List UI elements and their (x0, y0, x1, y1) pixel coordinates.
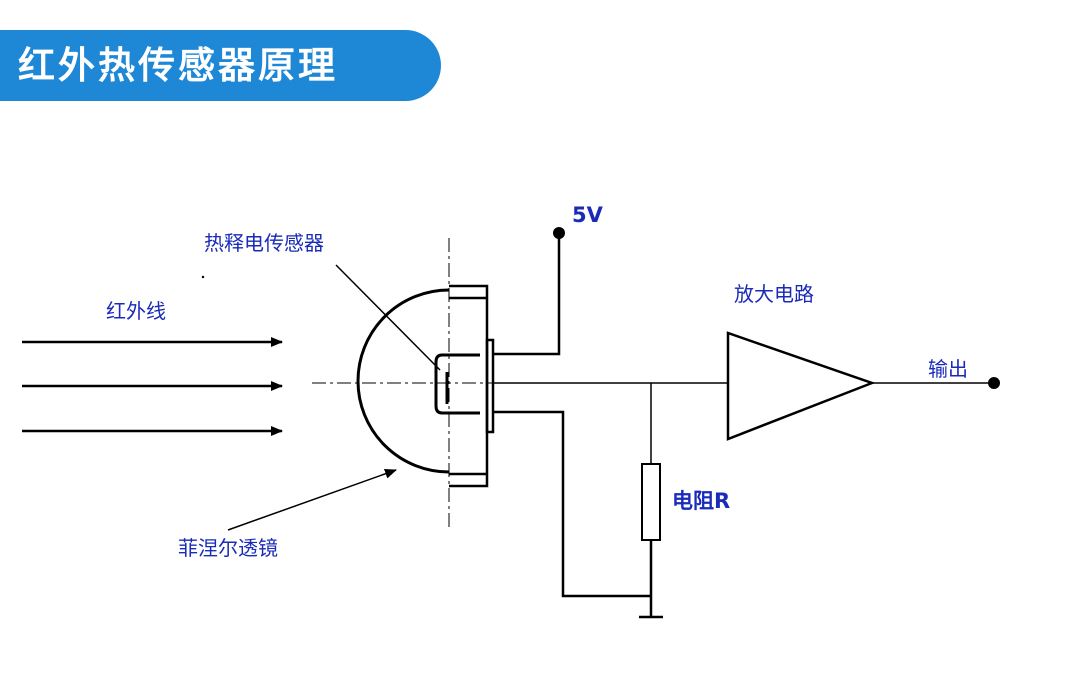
output-label: 输出 (928, 357, 968, 381)
lens-label: 菲涅尔透镜 (178, 536, 278, 560)
vcc-wire (493, 233, 561, 356)
stray-dot (201, 275, 205, 279)
amplifier-label: 放大电路 (734, 282, 814, 306)
voltage-label: 5V (572, 203, 604, 227)
infrared-arrows (22, 337, 283, 436)
sensor-label: 热释电传感器 (204, 231, 324, 255)
resistor-label: 电阻R (672, 489, 730, 513)
fresnel-lens-dome (356, 288, 450, 474)
sensor-housing (449, 284, 495, 488)
sensor-element (434, 353, 480, 415)
lens-leader-arrow (227, 468, 397, 531)
amplifier-triangle (726, 331, 876, 441)
sensor-leader-line (335, 264, 441, 371)
output-terminal (988, 377, 1000, 389)
resistor-r (641, 463, 661, 541)
circuit-wires (493, 227, 1000, 619)
ground-wire (493, 410, 651, 598)
title-banner: 红外热传感器原理 (0, 30, 441, 101)
page-title: 红外热传感器原理 (18, 44, 338, 87)
infrared-label: 红外线 (106, 299, 166, 323)
